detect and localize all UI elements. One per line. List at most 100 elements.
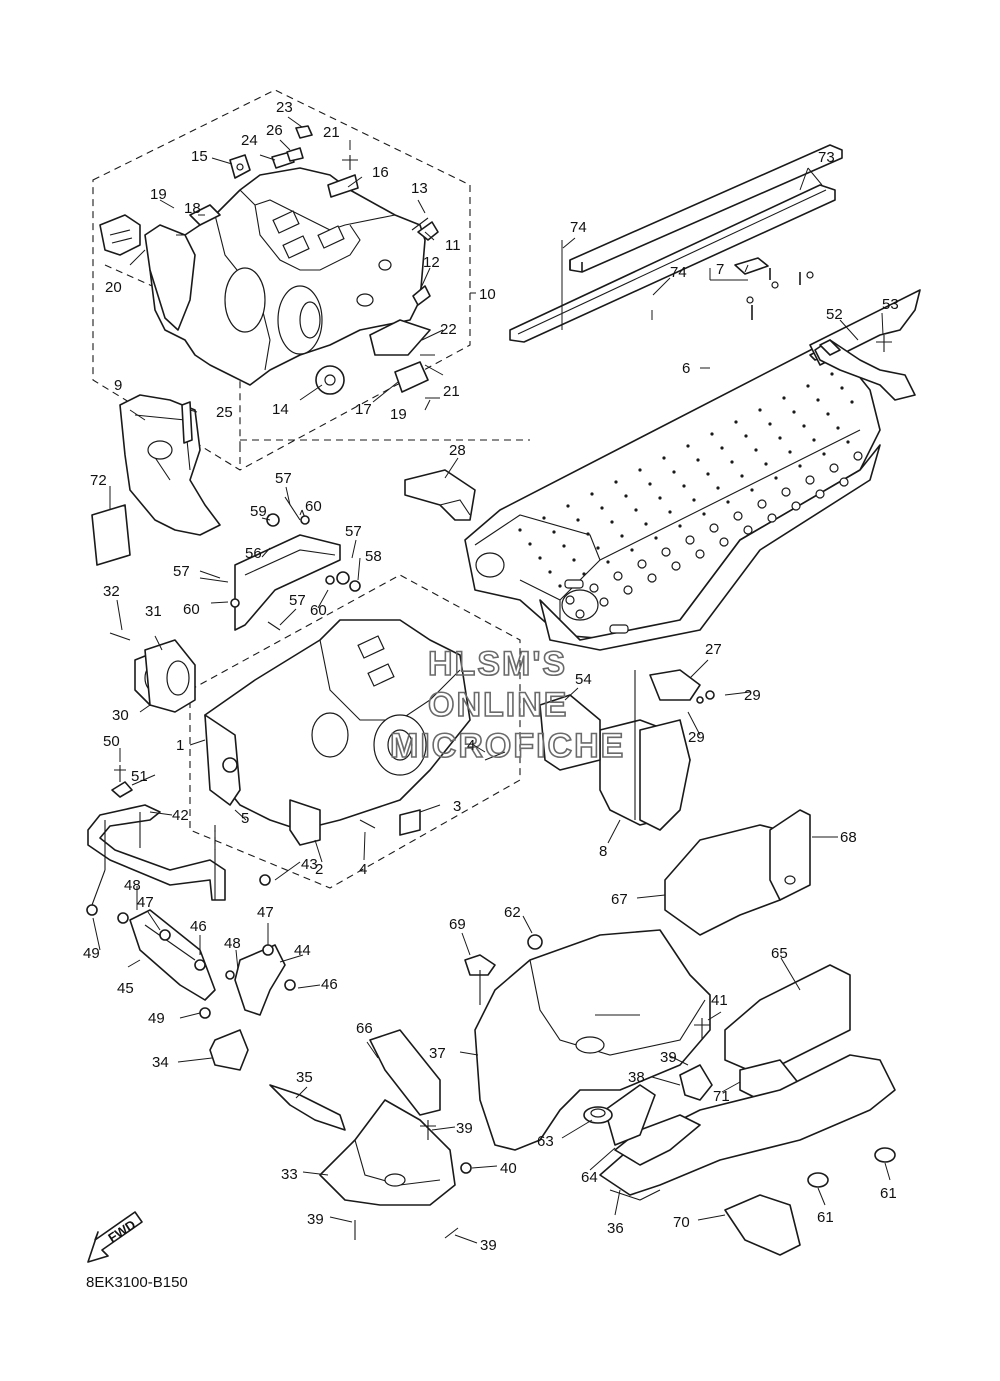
callout-39d: 39 bbox=[480, 1237, 497, 1254]
callout-61b: 61 bbox=[817, 1209, 834, 1226]
rivet-hole bbox=[566, 504, 570, 508]
callout-74a: 74 bbox=[570, 219, 587, 236]
leader-lines bbox=[92, 116, 891, 1244]
callout-15: 15 bbox=[191, 148, 208, 165]
rails bbox=[509, 144, 843, 343]
subassembly-10-box bbox=[92, 89, 471, 471]
callout-62: 62 bbox=[504, 904, 521, 921]
callout-23: 23 bbox=[276, 99, 293, 116]
rivet-hole bbox=[750, 488, 754, 492]
callout-35: 35 bbox=[296, 1069, 313, 1086]
rivet-hole bbox=[648, 482, 652, 486]
rivet-hole bbox=[596, 546, 600, 550]
rivet-hole bbox=[668, 510, 672, 514]
rivet-hole bbox=[758, 408, 762, 412]
callout-1: 1 bbox=[176, 737, 184, 754]
callout-57d: 57 bbox=[289, 592, 306, 609]
callout-11: 11 bbox=[445, 237, 461, 254]
rivet-hole bbox=[829, 463, 839, 473]
rivet-hole bbox=[830, 372, 834, 376]
front-frame-lower bbox=[204, 619, 506, 846]
rivet-hole bbox=[743, 525, 753, 535]
rivet-hole bbox=[839, 477, 849, 487]
rivet-hole bbox=[764, 462, 768, 466]
rivet-hole bbox=[565, 595, 575, 605]
callout-48a: 48 bbox=[124, 877, 141, 894]
rivet-hole bbox=[638, 468, 642, 472]
rivet-hole bbox=[590, 492, 594, 496]
rivet-hole bbox=[661, 547, 671, 557]
callout-61a: 61 bbox=[880, 1185, 897, 1202]
rivet-hole bbox=[816, 398, 820, 402]
rivet-hole bbox=[647, 573, 657, 583]
rivet-hole bbox=[589, 583, 599, 593]
rivet-hole bbox=[682, 484, 686, 488]
callout-53: 53 bbox=[882, 296, 899, 313]
callout-42: 42 bbox=[172, 807, 189, 824]
callout-33: 33 bbox=[281, 1166, 298, 1183]
callout-10: 10 bbox=[479, 286, 496, 303]
rivet-hole bbox=[716, 486, 720, 490]
callout-70: 70 bbox=[673, 1214, 690, 1231]
rivet-hole bbox=[846, 440, 850, 444]
callout-16: 16 bbox=[372, 164, 389, 181]
right-mid-parts bbox=[539, 669, 715, 831]
rivet-hole bbox=[572, 558, 576, 562]
callout-43: 43 bbox=[301, 856, 318, 873]
rivet-hole bbox=[654, 536, 658, 540]
rivet-hole bbox=[610, 520, 614, 524]
callout-49b: 49 bbox=[148, 1010, 165, 1027]
rivet-hole bbox=[644, 522, 648, 526]
rivet-hole bbox=[767, 513, 777, 523]
steering-bracket bbox=[199, 496, 361, 631]
callout-57c: 57 bbox=[173, 563, 190, 580]
callout-29a: 29 bbox=[744, 687, 761, 704]
rivet-hole bbox=[726, 500, 730, 504]
rivet-hole bbox=[853, 451, 863, 461]
skid-plate bbox=[269, 1029, 472, 1240]
rivet-hole bbox=[542, 516, 546, 520]
callout-37: 37 bbox=[429, 1045, 446, 1062]
callout-69: 69 bbox=[449, 916, 466, 933]
rivet-hole bbox=[672, 470, 676, 474]
rivet-hole bbox=[740, 474, 744, 478]
rivet-hole bbox=[720, 446, 724, 450]
rivet-hole bbox=[782, 396, 786, 400]
callout-36: 36 bbox=[607, 1220, 624, 1237]
rivet-hole bbox=[734, 420, 738, 424]
rivet-hole bbox=[792, 410, 796, 414]
watermark: HLSM'S ONLINE MICROFICHE bbox=[389, 644, 624, 766]
callout-64: 64 bbox=[581, 1169, 598, 1186]
rivet-hole bbox=[706, 472, 710, 476]
rivet-hole bbox=[614, 480, 618, 484]
rivet-hole bbox=[806, 384, 810, 388]
rivet-hole bbox=[552, 530, 556, 534]
callout-25: 25 bbox=[216, 404, 233, 421]
rivet-hole bbox=[538, 556, 542, 560]
callout-9: 9 bbox=[114, 377, 122, 394]
callout-60a: 60 bbox=[305, 498, 322, 515]
rivet-hole bbox=[702, 512, 706, 516]
callout-44: 44 bbox=[294, 942, 311, 959]
callout-31: 31 bbox=[145, 603, 162, 620]
callout-41: 41 bbox=[711, 992, 728, 1009]
top-bracket-parts bbox=[734, 257, 916, 401]
rivet-hole bbox=[802, 424, 806, 428]
rivet-hole bbox=[662, 456, 666, 460]
rivet-hole bbox=[575, 609, 585, 619]
rivet-hole bbox=[685, 535, 695, 545]
side-cover bbox=[464, 929, 711, 1151]
callout-65: 65 bbox=[771, 945, 788, 962]
callout-74b: 74 bbox=[670, 264, 687, 281]
callout-67: 67 bbox=[611, 891, 628, 908]
callout-51: 51 bbox=[131, 768, 148, 785]
callout-39a: 39 bbox=[660, 1049, 677, 1066]
callout-13: 13 bbox=[411, 180, 428, 197]
rivet-hole bbox=[623, 585, 633, 595]
callout-29b: 29 bbox=[688, 729, 705, 746]
callout-6: 6 bbox=[682, 360, 690, 377]
rivet-hole bbox=[836, 426, 840, 430]
fwd-arrow: FWD bbox=[87, 1211, 143, 1263]
rivet-hole bbox=[719, 537, 729, 547]
callout-66: 66 bbox=[356, 1020, 373, 1037]
